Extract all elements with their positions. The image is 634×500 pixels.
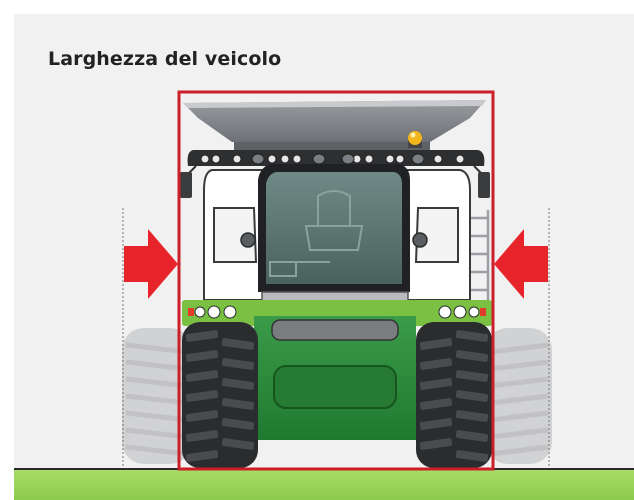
page-title: Larghezza del veicolo bbox=[48, 48, 282, 70]
beacon-light-icon bbox=[408, 131, 422, 148]
ghost-wide-tyre-left bbox=[122, 328, 192, 464]
front-tyre-right bbox=[416, 322, 492, 468]
mirror-left bbox=[180, 165, 197, 198]
feeder-housing bbox=[254, 316, 416, 440]
ground-strip bbox=[14, 469, 634, 500]
arrow-right-icon bbox=[124, 229, 178, 299]
vehicle-width-frame bbox=[177, 90, 495, 471]
roof-light-bar bbox=[187, 150, 485, 166]
arrow-left-icon bbox=[494, 229, 548, 299]
front-tyre-left bbox=[182, 322, 258, 468]
mirror-right bbox=[473, 165, 490, 198]
ghost-wide-tyre-right bbox=[486, 328, 552, 464]
grain-tank-hopper bbox=[183, 100, 486, 150]
cab-windshield bbox=[258, 164, 410, 292]
